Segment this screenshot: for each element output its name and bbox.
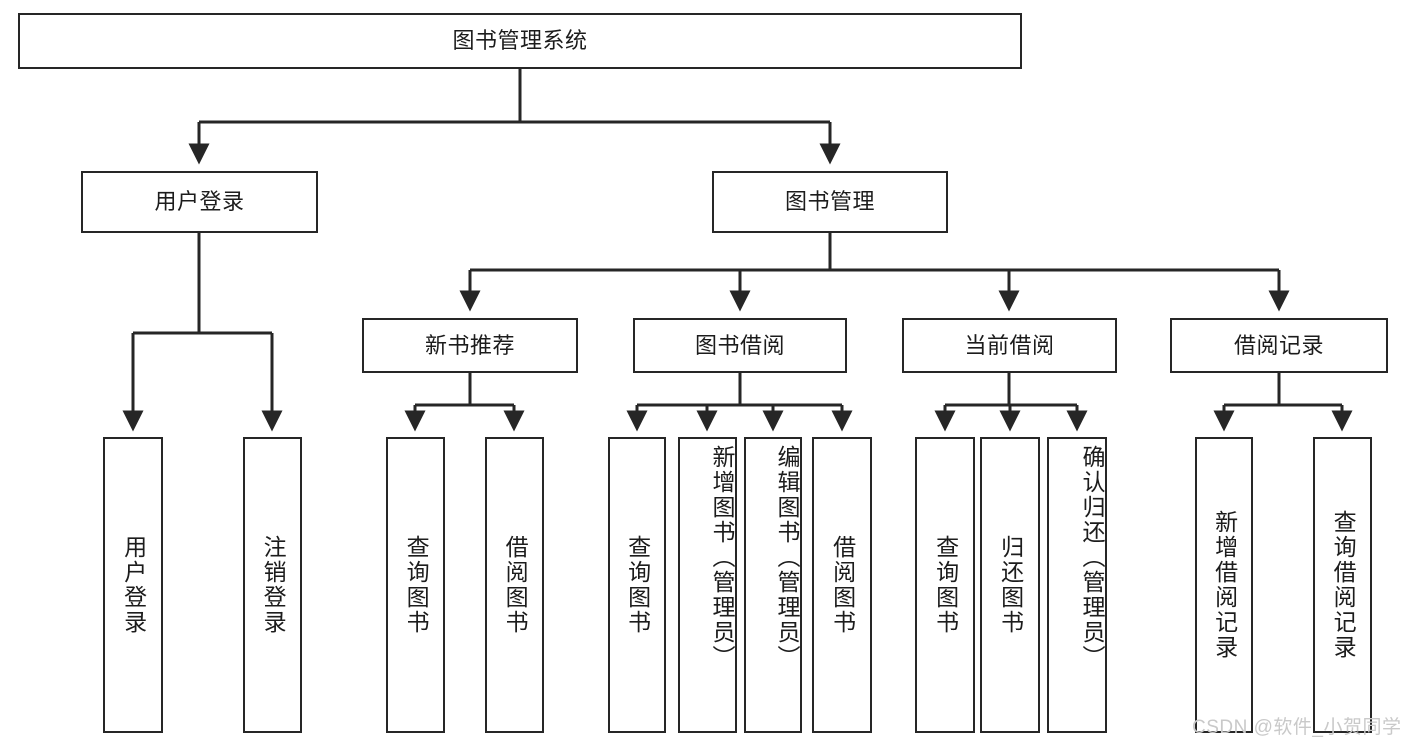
node-current-borrow[interactable]: 当前借阅 <box>902 318 1117 373</box>
leaf-borrow-add-book-admin[interactable]: 新增图书（管理员） <box>678 437 737 733</box>
leaf-user-login-logout[interactable]: 注销登录 <box>243 437 302 733</box>
node-borrow-record[interactable]: 借阅记录 <box>1170 318 1388 373</box>
watermark: CSDN @软件_小贺同学 <box>1192 717 1402 738</box>
leaf-label: 新增借阅记录 <box>1211 510 1238 660</box>
leaf-label: 确认归还（管理员） <box>1079 445 1105 670</box>
leaf-label: 查询图书 <box>624 535 651 635</box>
leaf-label: 注销登录 <box>260 535 287 635</box>
node-borrow-record-label: 借阅记录 <box>1233 332 1324 358</box>
node-current-borrow-label: 当前借阅 <box>964 332 1055 358</box>
leaf-label: 借阅图书 <box>829 535 856 635</box>
node-book-borrow-label: 图书借阅 <box>694 332 785 358</box>
leaf-label: 查询图书 <box>932 535 959 635</box>
leaf-label: 新增图书（管理员） <box>709 445 735 670</box>
node-book-management[interactable]: 图书管理 <box>712 171 948 233</box>
node-root-label: 图书管理系统 <box>452 28 588 54</box>
leaf-label: 查询图书 <box>403 535 430 635</box>
leaf-record-add-record[interactable]: 新增借阅记录 <box>1195 437 1253 733</box>
leaf-new-book-query[interactable]: 查询图书 <box>386 437 445 733</box>
leaf-current-query-book[interactable]: 查询图书 <box>915 437 975 733</box>
node-root[interactable]: 图书管理系统 <box>18 13 1022 69</box>
node-user-login[interactable]: 用户登录 <box>81 171 318 233</box>
leaf-label: 借阅图书 <box>502 535 529 635</box>
node-user-login-label: 用户登录 <box>154 189 245 215</box>
node-book-borrow[interactable]: 图书借阅 <box>633 318 847 373</box>
leaf-current-return-book[interactable]: 归还图书 <box>980 437 1040 733</box>
node-new-book-recommend-label: 新书推荐 <box>424 332 515 358</box>
leaf-user-login-login[interactable]: 用户登录 <box>103 437 163 733</box>
leaf-record-query-record[interactable]: 查询借阅记录 <box>1313 437 1372 733</box>
leaf-label: 用户登录 <box>120 535 147 635</box>
leaf-current-confirm-return-admin[interactable]: 确认归还（管理员） <box>1047 437 1107 733</box>
leaf-borrow-query-book[interactable]: 查询图书 <box>608 437 666 733</box>
leaf-borrow-borrow-book[interactable]: 借阅图书 <box>812 437 872 733</box>
leaf-label: 编辑图书（管理员） <box>774 445 800 670</box>
node-new-book-recommend[interactable]: 新书推荐 <box>362 318 578 373</box>
leaf-label: 归还图书 <box>997 535 1024 635</box>
leaf-borrow-edit-book-admin[interactable]: 编辑图书（管理员） <box>744 437 802 733</box>
leaf-new-book-borrow[interactable]: 借阅图书 <box>485 437 544 733</box>
leaf-label: 查询借阅记录 <box>1330 510 1357 660</box>
node-book-management-label: 图书管理 <box>784 189 875 215</box>
